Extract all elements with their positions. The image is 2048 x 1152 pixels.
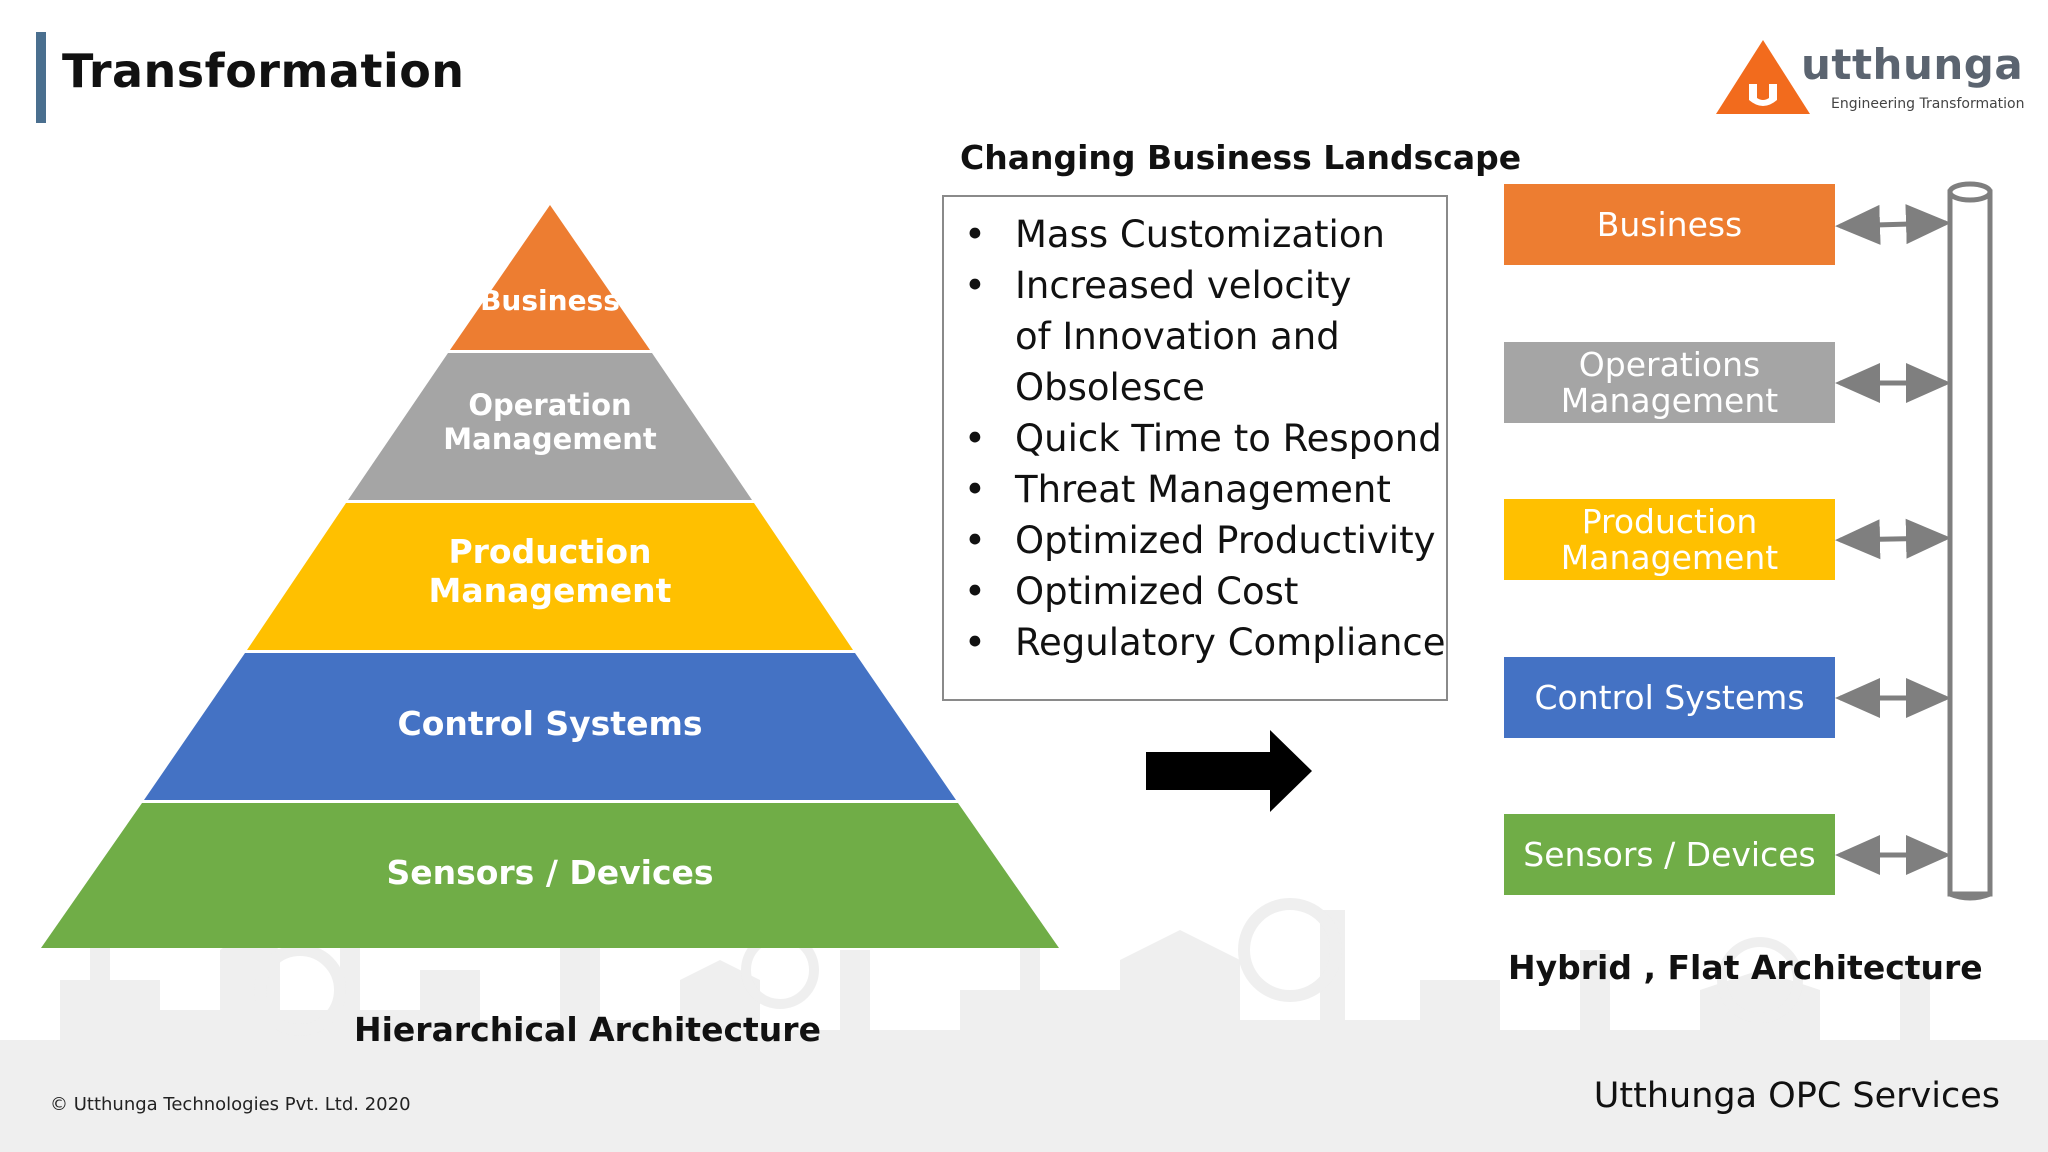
landscape-item: Threat Management: [944, 464, 1446, 515]
hierarchical-caption: Hierarchical Architecture: [354, 1010, 821, 1049]
flat-box-business: Business: [1504, 184, 1835, 265]
pyramid-label-operation-management: Operation Management: [443, 388, 657, 457]
flat-box-operations-management: Operations Management: [1504, 342, 1835, 423]
pyramid-label-business: Business: [480, 284, 620, 317]
logo-mark-icon: [1716, 40, 1810, 114]
transformation-arrow-icon: [1146, 730, 1312, 812]
landscape-item: Optimized Cost: [944, 566, 1446, 617]
pyramid-label-sensors-devices: Sensors / Devices: [386, 853, 714, 892]
flat-box-control-systems: Control Systems: [1504, 657, 1835, 738]
landscape-item: Regulatory Compliance: [944, 617, 1446, 668]
landscape-item: Optimized Productivity: [944, 515, 1446, 566]
pyramid-level-sensors-devices: [41, 803, 1059, 948]
landscape-item: Mass Customization: [944, 209, 1446, 260]
connector-production-management: [1835, 518, 1951, 560]
landscape-item: Increased velocity of Innovation and Obs…: [944, 260, 1375, 413]
logo-tagline: Engineering Transformation: [1831, 96, 2025, 112]
flat-caption: Hybrid , Flat Architecture: [1508, 948, 1983, 987]
pyramid-label-production-management: Production Management: [428, 532, 672, 610]
pyramid-level-production-management: [247, 503, 853, 650]
title-accent-bar: [36, 32, 46, 123]
flat-box-sensors-devices: Sensors / Devices: [1504, 814, 1835, 895]
footer-services: Utthunga OPC Services: [1593, 1076, 2000, 1116]
copyright-text: © Utthunga Technologies Pvt. Ltd. 2020: [50, 1094, 411, 1115]
page-title: Transformation: [62, 44, 465, 98]
company-logo: utthunga Engineering Transformation: [1715, 38, 2024, 118]
logo-wordmark: utthunga: [1801, 40, 2024, 89]
landscape-list: Mass Customization Increased velocity of…: [944, 197, 1446, 668]
flat-box-production-management: Production Management: [1504, 499, 1835, 580]
bus-cylinder: [1947, 181, 1993, 901]
pyramid-level-control-systems: [144, 653, 956, 800]
landscape-item: Quick Time to Respond: [944, 413, 1446, 464]
background-industrial-silhouette: [0, 898, 2048, 1152]
pyramid-level-operation-management: [348, 353, 752, 500]
landscape-box: Mass Customization Increased velocity of…: [942, 195, 1448, 701]
landscape-title: Changing Business Landscape: [960, 138, 1522, 177]
connector-business: [1835, 204, 1951, 245]
pyramid-label-control-systems: Control Systems: [397, 704, 703, 743]
pyramid-level-business: [450, 205, 650, 350]
hierarchy-pyramid: [41, 205, 1059, 948]
